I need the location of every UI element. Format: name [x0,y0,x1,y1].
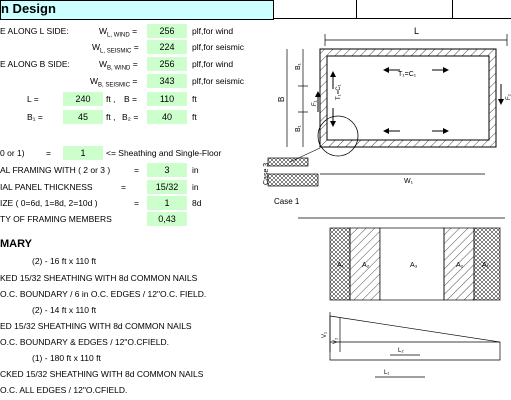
summary-line: CKED 15/32 SHEATHING WITH 8d COMMON NAIL… [0,369,204,379]
case-value[interactable]: 1 [63,146,103,160]
summary-line: (1) - 180 ft x 110 ft [32,353,101,363]
l2-label: L₂ [398,348,404,354]
wl-seismic-value[interactable]: 224 [147,40,187,54]
wl-seismic-label: WL, SEISMIC = [92,42,139,55]
zone-a3 [379,227,445,301]
l-dim-label: L = [27,94,39,104]
nail-label: IZE ( 0=6d, 1=8d, 2=10d ) [0,198,98,208]
summary-line: O.C. BOUNDARY / 6 in O.C. EDGES / 12"O.C… [0,289,207,299]
zone-a2-left [349,227,381,301]
v1-label: V₁ [322,332,328,338]
detail-circle [317,115,359,157]
ft-unit: ft , [106,112,116,122]
a2-label-right: A₂ [456,262,464,269]
wl-wind-unit: plf,for wind [192,26,234,36]
framing-value[interactable]: 3 [147,163,187,177]
b1-label-top: B₁ [295,62,302,70]
b1-dim-label: B₁ = [27,112,43,122]
cell-divider [356,0,357,18]
wb-seismic-unit: plf,for seismic [192,76,244,86]
l-side-label: E ALONG L SIDE: [0,26,69,36]
zone-a1-right [473,227,501,301]
nail-unit: 8d [192,198,202,208]
b-side-label: E ALONG B SIDE: [0,59,70,69]
ft-unit: ft [192,112,197,122]
f1-label: F₁ [312,100,318,106]
gravity-value: 0,43 [147,212,187,226]
summary-heading: MARY [0,238,32,250]
b-dim-value[interactable]: 110 [147,92,187,106]
wb-seismic-value[interactable]: 343 [147,74,187,88]
f2-label: F₂ [506,93,511,100]
wb-wind-value[interactable]: 256 [147,57,187,71]
summary-line: (2) - 14 ft x 110 ft [32,305,97,315]
b2-dim-label: B₂ = [122,112,139,122]
l1-label: L₁ [384,370,389,376]
wb-wind-label: WB, WIND = [99,59,138,72]
framing-unit: in [192,165,199,175]
wb-seismic-label: WB, SEISMIC = [90,76,138,89]
panel-unit: in [192,182,199,192]
wl-load-label: W₁ [404,178,414,185]
cell-divider [452,0,453,18]
b1-label-bottom: B₁ [295,124,302,132]
t1-c1-label: T₁=C₁ [398,71,417,78]
wl-wind-label: WL, WIND = [99,26,138,39]
nail-value[interactable]: 1 [147,196,187,210]
summary-line: ED 15/32 SHEATHING WITH 8d COMMON NAILS [0,321,192,331]
wl-wind-value[interactable]: 256 [147,24,187,38]
framing-eq: = [134,165,139,175]
l-dim-value[interactable]: 240 [63,92,103,106]
wb-wind-unit: plf,for wind [192,59,234,69]
l-dimension-label: L [414,26,419,36]
summary-line: O.C. BOUNDARY & EDGES / 12"O.CFIELD. [0,337,169,347]
panel-value[interactable]: 15/32 [147,180,187,194]
ft-unit: ft [192,94,197,104]
zone-a2-right [443,227,475,301]
case-note: <= Sheathing and Single-Floor [106,148,222,158]
wl-seismic-unit: plf,for seismic [192,42,244,52]
panel-label: IAL PANEL THICKNESS [0,182,93,192]
case3-label: Case 3 [263,163,270,185]
title-row-extension [273,0,511,19]
framing-label: AL FRAMING WITH ( 2 or 3 ) [0,165,111,175]
case3-sketch [267,157,309,167]
page-title: n Design [1,1,56,16]
b2-dim-value[interactable]: 40 [147,110,187,124]
b-dimension-label: B [277,97,286,102]
case-eq: = [46,148,51,158]
a1-label-left: A₁ [337,262,345,269]
gravity-label: TY OF FRAMING MEMBERS [0,214,112,224]
case1-sketch [267,173,319,187]
a2-label-left: A₂ [362,262,370,269]
nail-eq: = [134,198,139,208]
summary-line: (2) - 16 ft x 110 ft [32,256,97,266]
summary-line: KED 15/32 SHEATHING WITH 8d COMMON NAILS [0,273,198,283]
case1-label: Case 1 [274,197,300,206]
ft-unit: ft , [106,94,116,104]
v2-label: V₂ [333,337,339,344]
b1-dim-value[interactable]: 45 [63,110,103,124]
a1-label-right: A₁ [482,262,490,269]
title-cell[interactable]: n Design [0,0,274,20]
a3-label: A₃ [410,262,418,269]
b-dim-label: B = [124,94,137,104]
t1-c1-label-left: T₁=C₁ [336,84,342,100]
summary-line: O.C. ALL EDGES / 12"O.CFIELD. [0,385,128,395]
panel-eq: = [121,182,126,192]
case-label: 0 or 1) [0,148,25,158]
building-inner [326,55,490,141]
